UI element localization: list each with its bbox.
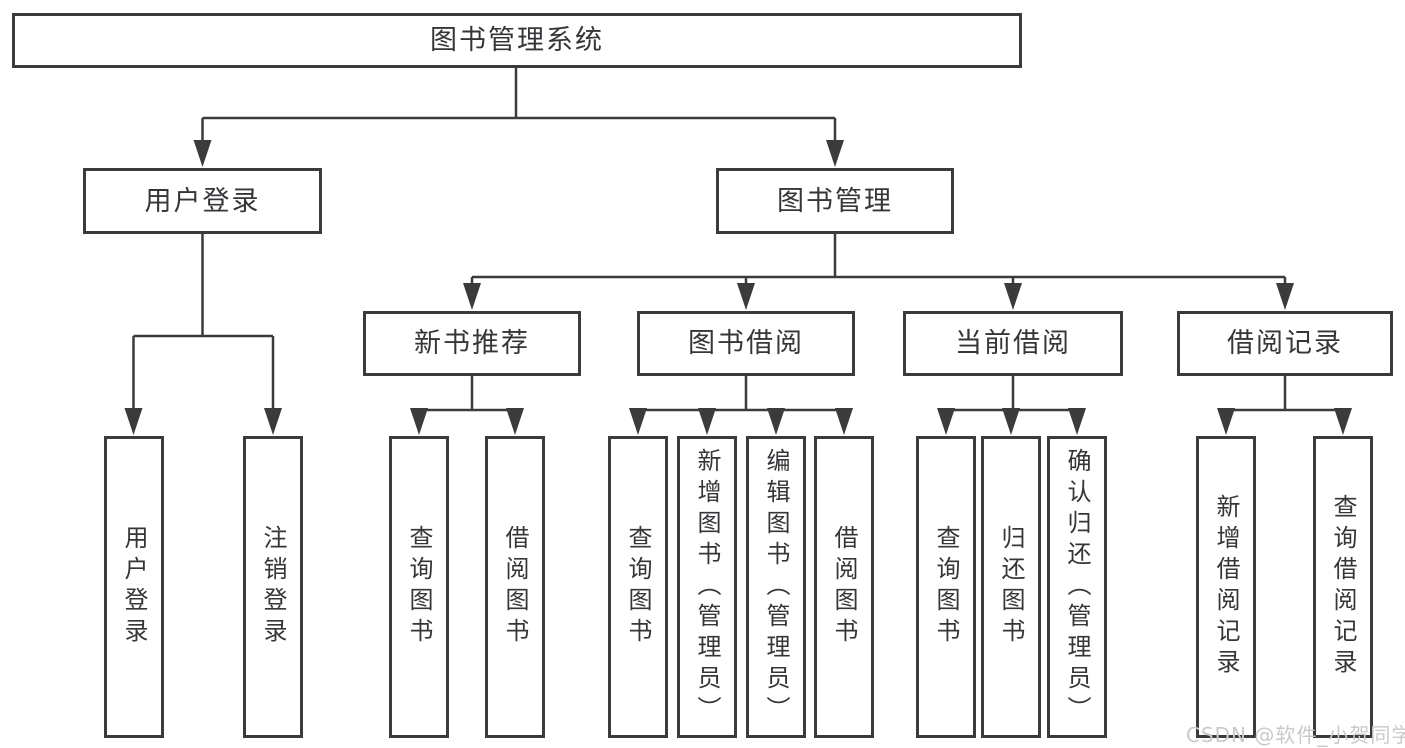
node-label: 用户登录 <box>144 185 261 217</box>
node-book-borrowing: 图书借阅 <box>637 311 855 376</box>
node-new-book-recommendation: 新书推荐 <box>363 311 581 376</box>
node-label: 借阅记录 <box>1227 328 1343 359</box>
arrowheads <box>124 140 1352 435</box>
csdn-watermark: CSDN @软件_小贺同学 <box>1186 723 1405 747</box>
leaf-borrow-books: 借阅图书 <box>814 436 874 738</box>
node-label: 注销登录 <box>259 525 287 649</box>
node-label: 借阅图书 <box>501 525 529 649</box>
node-book-management: 图书管理 <box>716 168 954 234</box>
node-label: 新书推荐 <box>414 328 530 359</box>
node-label: 查询借阅记录 <box>1329 494 1357 680</box>
leaf-return-books: 归还图书 <box>981 436 1041 738</box>
node-label: 当前借阅 <box>955 328 1071 359</box>
node-user-login: 用户登录 <box>83 168 322 234</box>
leaf-query-books-current: 查询图书 <box>916 436 976 738</box>
leaf-logout: 注销登录 <box>243 436 303 738</box>
node-library-management-system: 图书管理系统 <box>12 13 1022 68</box>
node-label: 图书借阅 <box>688 328 804 359</box>
node-label: 借阅图书 <box>830 525 858 649</box>
leaf-edit-book-admin: 编辑图书（管理员） <box>746 436 806 738</box>
node-label: 查询图书 <box>932 525 960 649</box>
leaf-add-borrow-record: 新增借阅记录 <box>1196 436 1256 738</box>
node-label: 新增借阅记录 <box>1212 494 1240 680</box>
leaf-query-books-recommend: 查询图书 <box>389 436 449 738</box>
node-label: 查询图书 <box>405 525 433 649</box>
node-current-borrowing: 当前借阅 <box>903 311 1123 376</box>
leaf-query-borrow-record: 查询借阅记录 <box>1313 436 1373 738</box>
node-label: 查询图书 <box>624 525 652 649</box>
leaf-user-login: 用户登录 <box>104 436 164 738</box>
node-borrowing-records: 借阅记录 <box>1177 311 1393 376</box>
node-label: 用户登录 <box>120 525 148 649</box>
leaf-borrow-books-recommend: 借阅图书 <box>485 436 545 738</box>
node-label: 归还图书 <box>997 525 1025 649</box>
node-label: 编辑图书（管理员） <box>762 447 790 727</box>
leaf-confirm-return-admin: 确认归还（管理员） <box>1047 436 1107 738</box>
node-label: 图书管理 <box>777 185 893 217</box>
node-label: 图书管理系统 <box>430 25 604 56</box>
node-label: 新增图书（管理员） <box>693 447 721 727</box>
leaf-query-books-borrow: 查询图书 <box>608 436 668 738</box>
node-label: 确认归还（管理员） <box>1063 447 1091 727</box>
leaf-add-book-admin: 新增图书（管理员） <box>677 436 737 738</box>
